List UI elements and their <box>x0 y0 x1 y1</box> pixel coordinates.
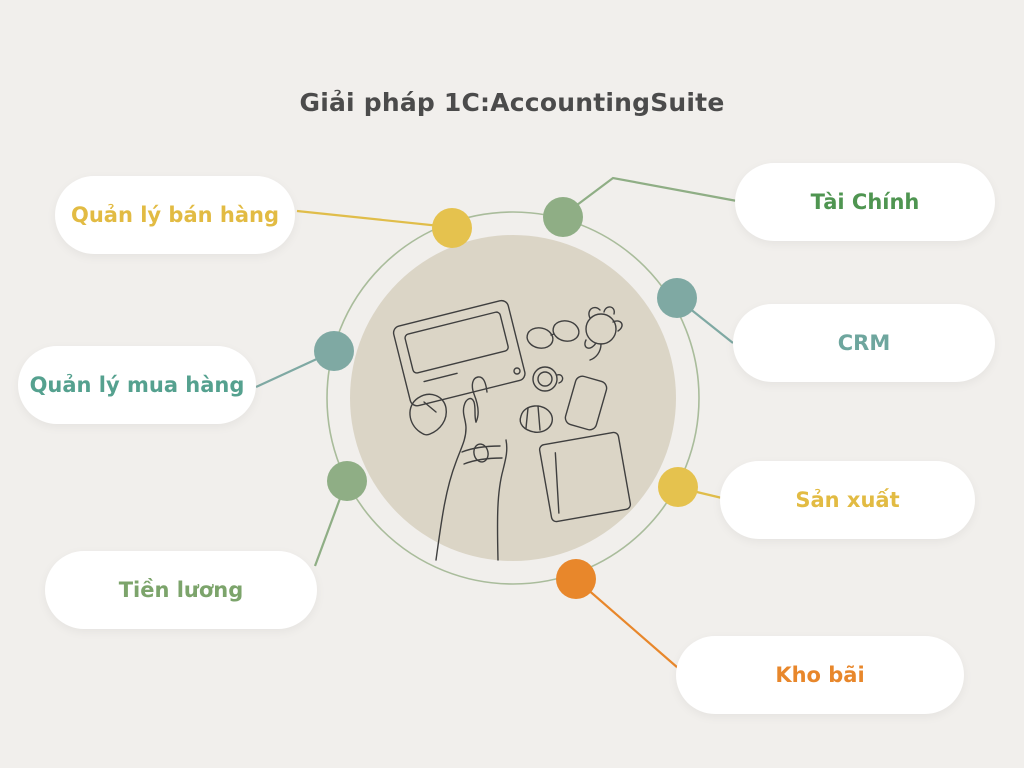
node-card-san-xuat: Sản xuất <box>720 461 975 539</box>
finger-illustration <box>471 376 488 423</box>
notebook-illustration <box>538 431 632 523</box>
pen-dot-illustration <box>513 367 521 375</box>
node-label: CRM <box>837 331 891 355</box>
node-label: Quản lý mua hàng <box>29 373 245 397</box>
node-card-tien-luong: Tiền lương <box>45 551 317 629</box>
node-card-quan-ly-mua-hang: Quản lý mua hàng <box>18 346 256 424</box>
connector-kho-bai <box>577 580 679 669</box>
watch-band-illustration <box>463 457 503 465</box>
laptop-illustration <box>392 299 526 407</box>
arm-outline-illustration <box>496 439 508 561</box>
node-card-quan-ly-ban-hang: Quản lý bán hàng <box>55 176 295 254</box>
node-label: Quản lý bán hàng <box>70 203 279 227</box>
node-card-tai-chinh: Tài Chính <box>735 163 995 241</box>
node-dot-kho-bai <box>556 559 596 599</box>
coffee-cup-illustration <box>532 366 558 392</box>
glasses-illustration <box>526 327 554 349</box>
node-dot-san-xuat <box>658 467 698 507</box>
croissant-illustration <box>519 405 553 433</box>
outer-ring <box>326 211 700 585</box>
watch-band-illustration <box>461 445 501 453</box>
node-card-crm: CRM <box>733 304 995 382</box>
workspace-illustration <box>392 299 632 561</box>
watch-face-illustration <box>473 443 489 463</box>
left-hand-illustration <box>409 393 447 436</box>
glasses-illustration <box>552 320 580 342</box>
phone-illustration <box>564 375 608 431</box>
node-label: Tiền lương <box>118 578 244 602</box>
arm-illustration <box>435 397 477 561</box>
node-label: Kho bãi <box>775 663 865 687</box>
center-circle <box>350 235 676 561</box>
node-dot-quan-ly-ban-hang <box>432 208 472 248</box>
connector-quan-ly-ban-hang <box>296 209 441 228</box>
connector-tai-chinh <box>564 176 738 215</box>
node-label: Sản xuất <box>795 488 900 512</box>
node-card-kho-bai: Kho bãi <box>676 636 964 714</box>
node-dot-tai-chinh <box>543 197 583 237</box>
node-dot-tien-luong <box>327 461 367 501</box>
node-label: Tài Chính <box>810 190 920 214</box>
page-title: Giải pháp 1C:AccountingSuite <box>299 88 725 117</box>
node-dot-crm <box>657 278 697 318</box>
node-dot-quan-ly-mua-hang <box>314 331 354 371</box>
